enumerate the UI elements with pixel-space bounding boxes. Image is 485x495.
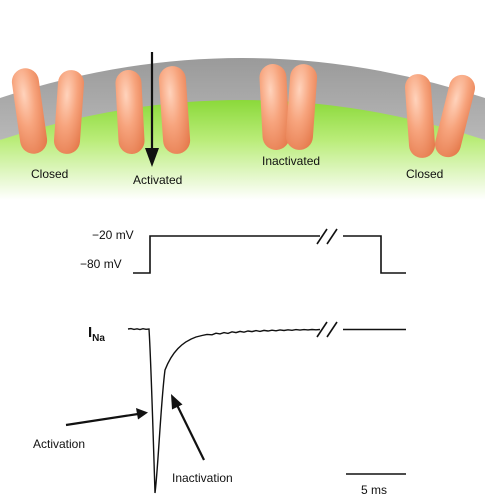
channel-activated bbox=[115, 66, 191, 154]
ion-flow-arrow bbox=[145, 52, 159, 167]
voltage-step-trace bbox=[133, 228, 406, 274]
channel-inactivated bbox=[259, 64, 318, 150]
state-label-closed-right: Closed bbox=[406, 167, 444, 181]
state-label-closed-left: Closed bbox=[31, 167, 69, 181]
sodium-current-label: INa bbox=[88, 324, 105, 344]
inactivation-label: Inactivation bbox=[172, 471, 233, 485]
state-label-activated: Activated bbox=[133, 173, 183, 187]
time-scale-label: 5 ms bbox=[361, 483, 388, 495]
channel-closed-2 bbox=[404, 74, 476, 158]
current-symbol: I bbox=[88, 324, 93, 341]
channel-closed-1 bbox=[11, 68, 85, 154]
state-label-inactivated: Inactivated bbox=[262, 154, 321, 168]
activation-label: Activation bbox=[33, 437, 86, 451]
voltage-label-high: −20 mV bbox=[92, 228, 134, 242]
inactivation-pointer-arrow bbox=[171, 394, 205, 461]
sodium-current-trace bbox=[127, 321, 406, 494]
activation-pointer-arrow bbox=[65, 408, 148, 427]
voltage-label-low: −80 mV bbox=[80, 257, 122, 271]
current-subscript: Na bbox=[92, 333, 105, 344]
